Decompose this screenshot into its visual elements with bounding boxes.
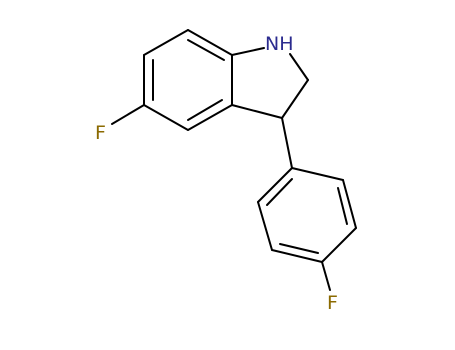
bond bbox=[321, 261, 331, 291]
double-bond-inner bbox=[266, 178, 293, 206]
bond bbox=[321, 227, 357, 263]
bond bbox=[291, 167, 344, 181]
double-bond-inner bbox=[337, 187, 348, 225]
bond bbox=[187, 29, 233, 56]
nitrogen-label: NH bbox=[265, 33, 294, 55]
bond bbox=[187, 104, 233, 131]
double-bond-inner bbox=[279, 243, 319, 254]
double-bond-inner bbox=[187, 39, 225, 61]
bond bbox=[231, 104, 283, 119]
fluorine-label-left: F bbox=[95, 122, 106, 144]
bond bbox=[257, 167, 293, 203]
bond bbox=[342, 179, 357, 229]
bond bbox=[257, 201, 273, 251]
fluorine-label-bottom: F bbox=[327, 292, 338, 314]
bond bbox=[231, 47, 265, 56]
bond bbox=[271, 249, 323, 263]
bond bbox=[143, 29, 189, 56]
double-bond-inner bbox=[187, 99, 223, 121]
bond bbox=[281, 79, 309, 119]
bond bbox=[281, 117, 293, 169]
bond bbox=[289, 53, 309, 81]
bond bbox=[111, 104, 145, 125]
bond bbox=[143, 104, 189, 131]
